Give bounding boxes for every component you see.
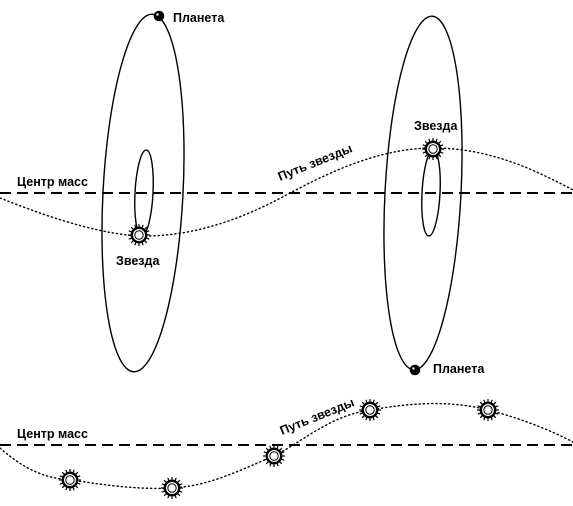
star-icon [126,222,152,248]
planet-orbit-right [383,15,463,371]
planet-icon [409,364,421,376]
star-icon [261,443,287,469]
star-icon [475,397,501,423]
star-path-label-top: Путь звезды [276,141,354,184]
star-icon [159,475,185,501]
center-of-mass-label-bottom: Центр масс [17,427,88,441]
planet-label-top: Планета [173,11,225,25]
planet-icon [153,10,165,22]
star-icon [357,397,383,423]
star-label-left: Звезда [116,254,160,268]
star-icon [57,467,83,493]
star-icon [420,136,446,162]
planet-label-bottom: Планета [433,362,485,376]
star-path-top [0,147,573,237]
planet-orbit-left [101,13,185,373]
star-label-right: Звезда [414,119,458,133]
center-of-mass-label-top: Центр масс [17,175,88,189]
